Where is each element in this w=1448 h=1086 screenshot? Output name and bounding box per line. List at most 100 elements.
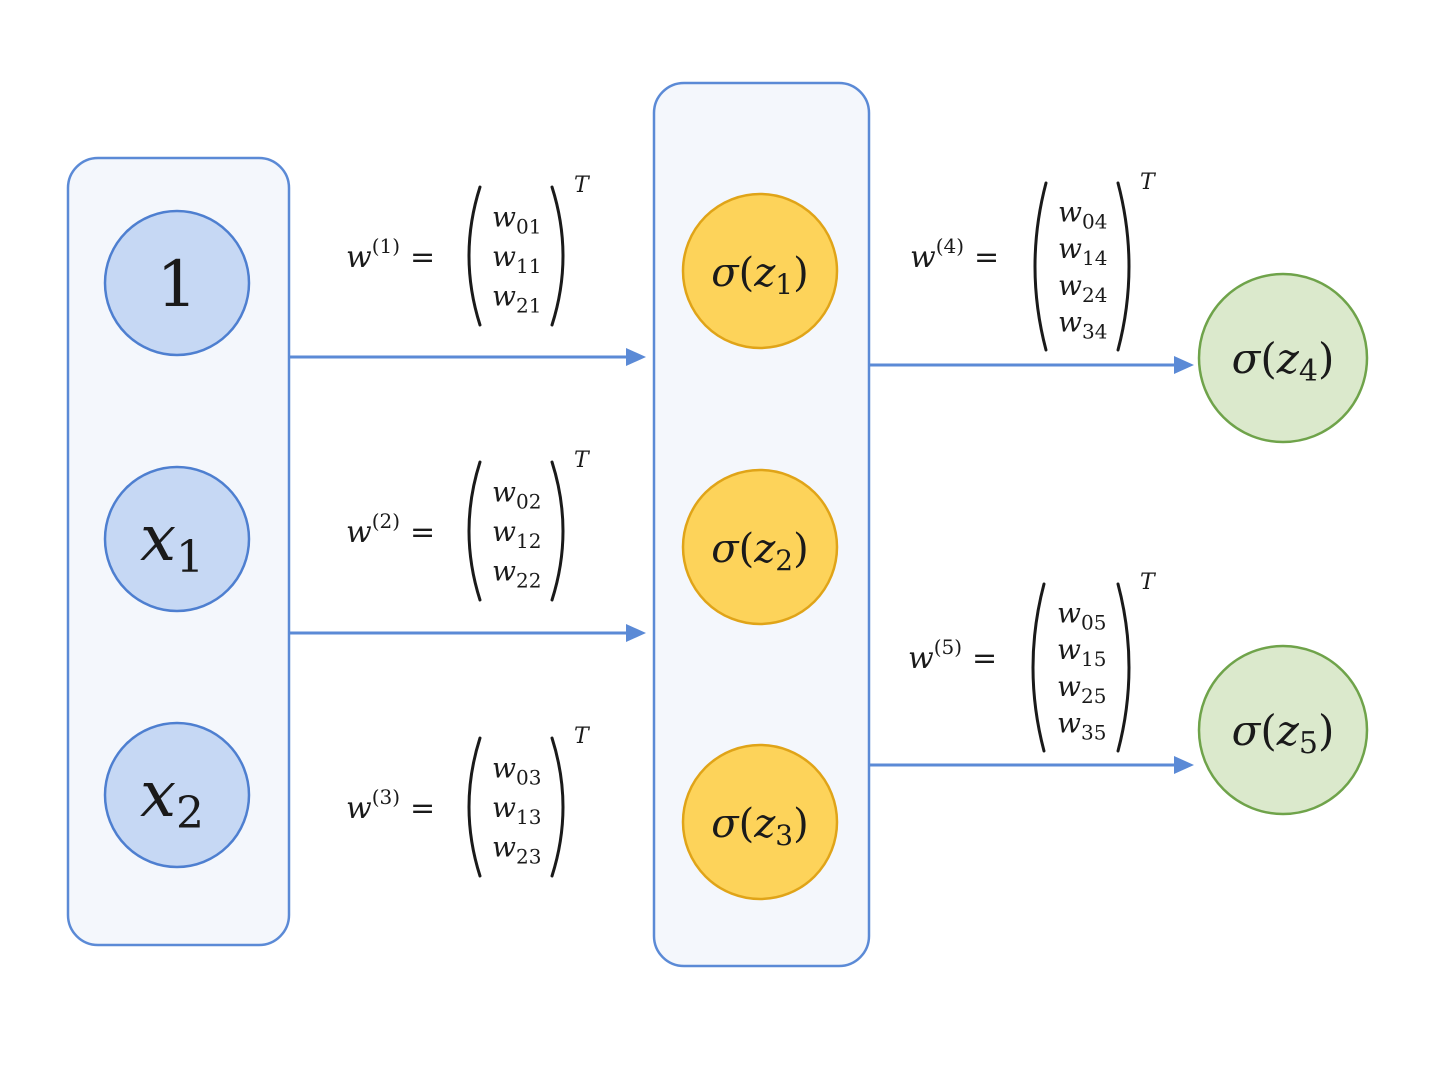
- output-node-z5: σ(z5): [1197, 644, 1369, 816]
- svg-text:w23: w23: [492, 830, 541, 868]
- weight-4-equals: =: [974, 240, 999, 275]
- weight-5-transpose: T: [1140, 570, 1157, 595]
- output-node-z4-sub: 4: [1299, 354, 1318, 389]
- hidden-node-z2: σ(z2): [681, 468, 839, 626]
- output-node-z4: σ(z4): [1197, 272, 1369, 444]
- output-node-z4-close-paren: ): [1318, 334, 1334, 383]
- hidden-node-z3-open-paren: (: [739, 801, 755, 847]
- weight-4-entry-4-symbol: w: [1058, 306, 1082, 339]
- weight-1-transpose: T: [574, 173, 591, 198]
- hidden-node-z3-close-paren: ): [793, 801, 809, 847]
- weight-5-entry-2-symbol: w: [1057, 633, 1081, 666]
- weight-3-entry-1-sub: 03: [516, 766, 541, 790]
- weight-5-right-paren: [1116, 582, 1131, 753]
- input-node-x1: x1: [103, 465, 251, 613]
- arrowhead-weight-1: [626, 348, 646, 366]
- weight-4-entry-3-symbol: w: [1058, 269, 1082, 302]
- weight-3-transpose: T: [574, 724, 591, 749]
- output-node-z5-var: z: [1276, 706, 1300, 755]
- arrowhead-weight-2: [626, 624, 646, 642]
- weight-1-index: (1): [372, 234, 400, 258]
- weight-4-entry-3-sub: 24: [1082, 283, 1107, 307]
- weight-1-entry-3-symbol: w: [492, 279, 516, 312]
- weight-3-entry-1-symbol: w: [492, 752, 516, 785]
- weight-4-entry-4-sub: 34: [1082, 320, 1107, 344]
- edges: [290, 348, 1194, 774]
- weight-3-equals: =: [410, 791, 435, 826]
- weight-2-entry-2-symbol: w: [492, 515, 516, 548]
- weight-4-transpose: T: [1140, 170, 1157, 195]
- svg-text:w11: w11: [492, 240, 541, 278]
- weight-2-entry-2-sub: 12: [516, 529, 541, 553]
- weight-4-right-paren: [1116, 181, 1131, 352]
- arrowhead-weight-4: [1174, 356, 1194, 374]
- hidden-node-z1-sub: 1: [775, 268, 793, 301]
- hidden-node-z1-var: z: [753, 250, 776, 296]
- hidden-node-z2-open-paren: (: [739, 526, 755, 572]
- weight-5-entry-3-sub: 25: [1081, 684, 1106, 708]
- weight-3-entry-3-symbol: w: [492, 830, 516, 863]
- hidden-node-z3-sub: 3: [775, 819, 793, 852]
- input-node-bias-label: 1: [157, 248, 198, 322]
- weight-3-right-paren: [550, 736, 565, 878]
- weight-4-entry-2-symbol: w: [1058, 232, 1082, 265]
- hidden-node-z3-func: σ: [711, 801, 740, 847]
- hidden-node-z2-var: z: [753, 526, 776, 572]
- svg-text:w01: w01: [492, 201, 541, 239]
- weight-3-index: (3): [372, 785, 400, 809]
- svg-text:w24: w24: [1058, 269, 1107, 307]
- weight-5-index: (5): [934, 635, 962, 659]
- weight-2-entry-3-symbol: w: [492, 554, 516, 587]
- hidden-node-z3: σ(z3): [681, 743, 839, 901]
- svg-text:x1: x1: [140, 502, 204, 583]
- svg-text:w25: w25: [1057, 670, 1106, 708]
- svg-text:σ(z3): σ(z3): [711, 801, 808, 852]
- weight-equations: w(1)=w01w11w21Tw(2)=w02w12w22Tw(3)=w03w1…: [346, 170, 1157, 878]
- weight-3-entry-2-sub: 13: [516, 805, 541, 829]
- svg-text:w13: w13: [492, 791, 541, 829]
- weight-4-entry-1-sub: 04: [1082, 209, 1107, 233]
- svg-text:w22: w22: [492, 554, 541, 592]
- weight-4-symbol: w: [910, 240, 936, 275]
- output-node-z5-sub: 5: [1299, 726, 1318, 761]
- weight-2-entry-1-sub: 02: [516, 490, 541, 514]
- svg-text:w(3)=: w(3) =: [346, 785, 435, 826]
- weight-1-right-paren: [550, 185, 565, 327]
- hidden-node-z1: σ(z1): [681, 192, 839, 350]
- output-node-z5-func: σ: [1232, 706, 1262, 755]
- input-nodes: 1 x1 x2: [103, 209, 251, 869]
- output-node-z5-open-paren: (: [1260, 706, 1276, 755]
- weight-1-symbol: w: [346, 240, 372, 275]
- svg-text:w35: w35: [1057, 707, 1106, 745]
- weight-1-entry-1-sub: 01: [516, 215, 541, 239]
- hidden-node-z2-close-paren: ): [793, 526, 809, 572]
- svg-text:w21: w21: [492, 279, 541, 317]
- svg-text:w(5)=: w(5)=: [908, 635, 997, 676]
- weight-3-symbol: w: [346, 791, 372, 826]
- input-node-x1-base: x: [140, 502, 176, 576]
- svg-text:w(1)=: w(1) =: [346, 234, 435, 275]
- weight-3-entry-2-symbol: w: [492, 791, 516, 824]
- hidden-node-z1-close-paren: ): [793, 250, 809, 296]
- weight-5-symbol: w: [908, 641, 934, 676]
- input-node-x2-base: x: [140, 758, 176, 832]
- output-node-z5-close-paren: ): [1318, 706, 1334, 755]
- svg-text:σ(z4): σ(z4): [1232, 334, 1335, 389]
- hidden-node-z2-func: σ: [711, 526, 740, 572]
- hidden-node-z1-func: σ: [711, 250, 740, 296]
- svg-text:σ(z1): σ(z1): [711, 250, 808, 301]
- svg-text:σ(z2): σ(z2): [711, 526, 808, 577]
- hidden-node-z1-open-paren: (: [739, 250, 755, 296]
- weight-1-equals: =: [410, 240, 435, 275]
- weight-1-entry-2-symbol: w: [492, 240, 516, 273]
- svg-text:w34: w34: [1058, 306, 1107, 344]
- weight-4-left-paren: [1033, 181, 1048, 352]
- arrowhead-weight-5: [1174, 756, 1194, 774]
- input-node-x1-sub: 1: [176, 532, 204, 583]
- weight-5-entry-3-symbol: w: [1057, 670, 1081, 703]
- svg-text:w12: w12: [492, 515, 541, 553]
- output-node-z4-func: σ: [1232, 334, 1262, 383]
